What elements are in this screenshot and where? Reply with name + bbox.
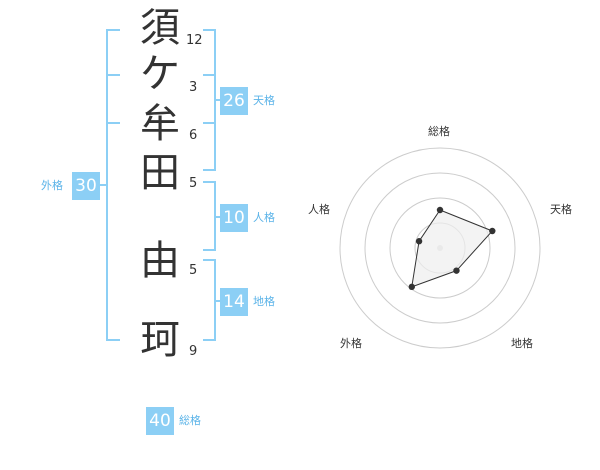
surname-char-4: 田 [140, 150, 180, 196]
radar-point [415, 238, 423, 245]
jinkaku-badge: 10 [220, 204, 248, 232]
surname-char-3: 牟 [140, 101, 180, 147]
radar-label-tenkaku: 天格 [550, 203, 572, 216]
radar-point [436, 206, 444, 214]
radar-ring [389, 197, 491, 299]
radar-chart [339, 147, 541, 349]
stroke-count: 5 [189, 263, 198, 278]
radar-ring [339, 147, 541, 349]
tenkaku-bracket [203, 29, 216, 171]
stroke-count: 3 [189, 80, 198, 95]
stroke-count: 12 [186, 33, 203, 48]
tenkaku-badge: 26 [220, 87, 248, 115]
given-char-2: 珂 [140, 317, 180, 363]
soukaku-label: 総格 [179, 414, 201, 427]
jinkaku-label: 人格 [253, 211, 275, 224]
stroke-count: 9 [189, 344, 198, 359]
gaikaku-bracket [106, 29, 120, 341]
chikaku-bracket [203, 259, 216, 341]
stroke-count: 6 [189, 128, 198, 143]
radar-label-gaikaku: 外格 [340, 337, 362, 350]
chikaku-label: 地格 [253, 295, 275, 308]
radar-polygon [411, 209, 494, 288]
stroke-count: 5 [189, 176, 198, 191]
surname-char-1: 須 [140, 5, 180, 51]
jinkaku-bracket [203, 181, 216, 251]
surname-char-2: ケ [140, 51, 180, 97]
radar-point [408, 283, 415, 291]
radar-point [453, 267, 460, 274]
soukaku-badge: 40 [146, 407, 174, 435]
chikaku-badge: 14 [220, 288, 248, 316]
radar-point [489, 227, 496, 235]
gaikaku-label: 外格 [41, 179, 63, 192]
radar-label-chikaku: 地格 [511, 337, 533, 350]
tenkaku-label: 天格 [253, 94, 275, 107]
radar-ring [364, 172, 516, 324]
given-char-1: 由 [140, 238, 180, 284]
gaikaku-badge: 30 [72, 172, 100, 200]
radar-label-jinkaku: 人格 [308, 203, 330, 216]
radar-label-soukaku: 総格 [428, 125, 450, 138]
